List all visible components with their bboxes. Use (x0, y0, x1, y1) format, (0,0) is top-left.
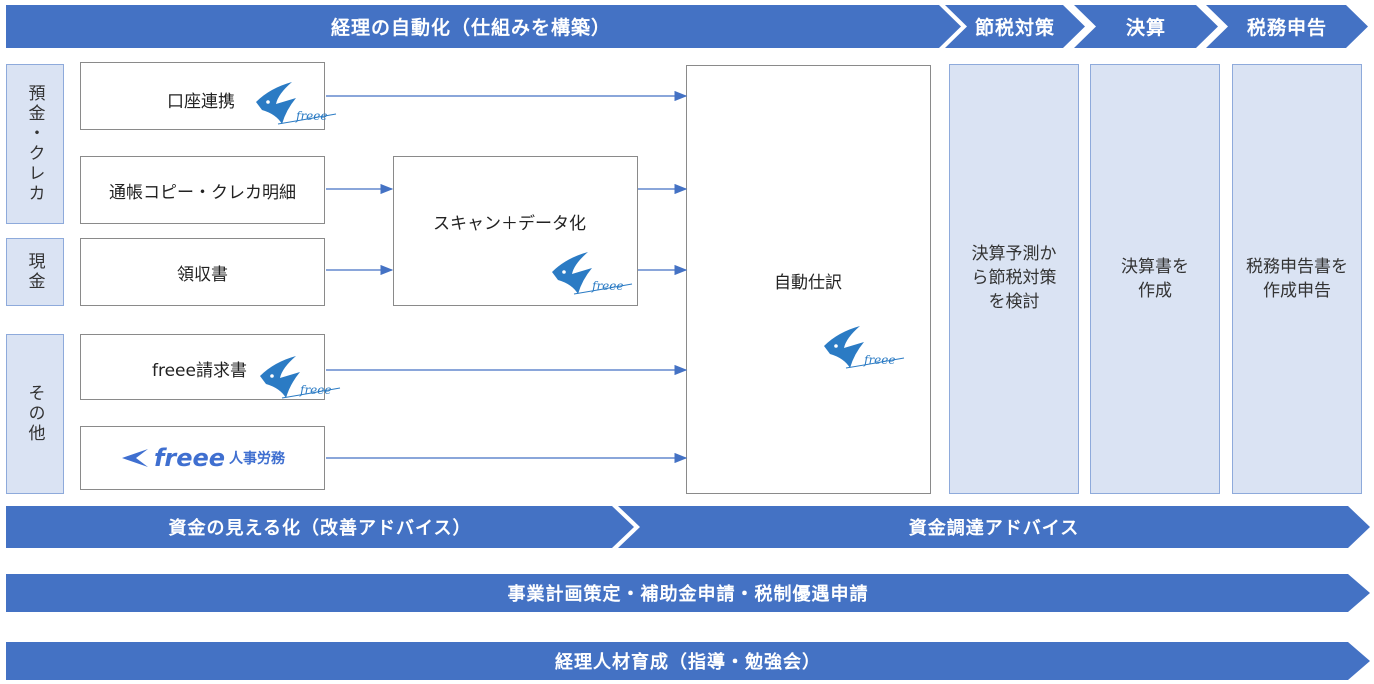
header-tax-saving: 節税対策 (945, 5, 1085, 48)
freee-swallow-icon: freee (260, 356, 341, 399)
source-cash-label: 現金 (24, 252, 45, 292)
freee-brand-text: freee (295, 109, 327, 123)
column-tax-filing: 税務申告書を作成申告 (1232, 64, 1362, 494)
band-cash-visibility-label: 資金の見える化（改善アドバイス） (168, 518, 472, 539)
input-invoice-label: freee請求書 (152, 361, 247, 381)
input-passbook-copy: 通帳コピー・クレカ明細 (80, 156, 325, 224)
source-other-label: その他 (24, 384, 45, 444)
process-scan: スキャン＋データ化 (393, 156, 638, 306)
band-training-label: 経理人材育成（指導・勉強会） (555, 652, 821, 673)
input-passbook-copy-label: 通帳コピー・クレカ明細 (109, 182, 296, 203)
input-hr-payroll: freee 人事労務 (80, 426, 325, 490)
header-automation-label: 経理の自動化（仕組みを構築） (330, 17, 611, 39)
swallow-icon (121, 449, 148, 467)
header-settlement-label: 決算 (1125, 17, 1166, 39)
freee-swallow-icon: freee (256, 82, 337, 125)
band-cash-visibility: 資金の見える化（改善アドバイス） (6, 506, 634, 548)
band-fundraising: 資金調達アドバイス (618, 506, 1370, 548)
header-settlement: 決算 (1074, 5, 1218, 48)
header-tax-saving-label: 節税対策 (974, 17, 1055, 39)
column-settlement: 決算書を作成 (1090, 64, 1220, 494)
input-account-link: 口座連携 (80, 62, 325, 130)
freee-swallow-icon: freee (824, 326, 905, 369)
column-tax-saving: 決算予測から節税対策を検討 (949, 64, 1079, 494)
column-settlement-text: 決算書を作成 (1121, 257, 1189, 301)
column-tax-filing-text: 税務申告書を作成申告 (1246, 257, 1348, 301)
band-planning: 事業計画策定・補助金申請・税制優遇申請 (6, 574, 1370, 612)
input-receipts-label: 領収書 (177, 264, 228, 285)
input-account-link-label: 口座連携 (167, 92, 235, 112)
hr-logo-label: 人事労務 (229, 451, 286, 467)
freee-brand-text: freee (299, 383, 331, 397)
process-scan-label: スキャン＋データ化 (433, 214, 586, 234)
column-tax-saving-text: 決算予測から節税対策を検討 (971, 244, 1057, 312)
header-automation: 経理の自動化（仕組みを構築） (6, 5, 961, 48)
header-tax-filing: 税務申告 (1206, 5, 1368, 48)
header-tax-filing-label: 税務申告 (1246, 17, 1327, 39)
source-other: その他 (6, 334, 64, 494)
source-deposit-card-label: 預金・クレカ (24, 84, 45, 204)
source-cash: 現金 (6, 238, 64, 306)
process-auto-journal: 自動仕訳 (686, 65, 931, 494)
input-receipts: 領収書 (80, 238, 325, 306)
source-deposit-card: 預金・クレカ (6, 64, 64, 224)
hr-logo-word: freee (153, 444, 226, 472)
band-planning-label: 事業計画策定・補助金申請・税制優遇申請 (507, 584, 869, 605)
freee-brand-text: freee (591, 279, 623, 293)
freee-brand-text: freee (863, 353, 895, 367)
band-training: 経理人材育成（指導・勉強会） (6, 642, 1370, 680)
process-auto-journal-label: 自動仕訳 (774, 273, 842, 293)
freee-swallow-icon: freee (552, 252, 633, 295)
band-fundraising-label: 資金調達アドバイス (908, 518, 1080, 539)
